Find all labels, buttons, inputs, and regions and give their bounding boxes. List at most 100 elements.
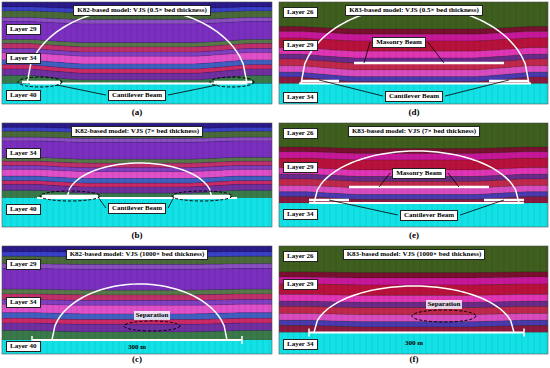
mesh-line	[179, 246, 180, 354]
mesh-line	[245, 2, 246, 104]
mesh-line	[59, 246, 60, 354]
mesh-line	[245, 246, 246, 354]
mesh-line	[348, 123, 349, 227]
mesh-line	[462, 123, 463, 227]
mesh-line	[263, 123, 264, 227]
mesh-line	[480, 123, 481, 227]
mesh-line	[221, 2, 222, 104]
mesh-line	[179, 2, 180, 104]
mesh-line	[528, 2, 529, 104]
mesh-line	[191, 123, 192, 227]
mesh-line	[318, 2, 319, 104]
beam-segment	[174, 195, 230, 198]
layer-label: Layer 34	[283, 209, 318, 220]
panel-border	[2, 2, 272, 104]
mesh-line	[468, 2, 469, 104]
model-title-box: K82-based model: VJS (1000× bed thicknes…	[66, 249, 209, 260]
mesh-line	[396, 246, 397, 354]
panel-letter: (b)	[130, 230, 145, 241]
node-text: Cantilever Beam	[389, 92, 439, 101]
goaf-line	[37, 197, 237, 199]
mesh-line	[185, 2, 186, 104]
mesh-line	[167, 123, 168, 227]
mesh-line	[101, 246, 102, 354]
panel-letter: (c)	[130, 354, 144, 365]
mesh-line	[492, 123, 493, 227]
model-panel	[2, 2, 272, 104]
mesh-line	[239, 123, 240, 227]
mesh-line	[372, 123, 373, 227]
mesh-line	[65, 246, 66, 354]
mesh-line	[402, 2, 403, 104]
mesh-line	[113, 246, 114, 354]
caving-arch	[314, 151, 519, 203]
node-text: Layer 26	[287, 8, 314, 17]
beam-callout-box: Masonry Beam	[372, 37, 426, 48]
mesh-line	[209, 246, 210, 354]
mesh-line	[53, 123, 54, 227]
node-text: Layer 34	[10, 298, 37, 307]
mesh-line	[456, 2, 457, 104]
mesh-line	[468, 246, 469, 354]
mesh-line	[263, 246, 264, 354]
layer-band	[2, 246, 272, 354]
mesh-line	[372, 246, 373, 354]
mesh-line	[137, 246, 138, 354]
layer-label: Layer 40	[6, 90, 41, 101]
model-title-box: K82-based model: VJS (0.5× bed thickness…	[73, 5, 210, 16]
mesh-line	[522, 123, 523, 227]
mesh-line	[366, 123, 367, 227]
layer-band	[279, 123, 548, 149]
node-text: Layer 40	[10, 205, 37, 214]
panel-letter: (e)	[407, 230, 421, 241]
layer-label: Layer 26	[283, 7, 318, 18]
mesh-line	[378, 2, 379, 104]
mesh-line	[101, 123, 102, 227]
leader-line	[460, 200, 504, 215]
mesh-line	[71, 123, 72, 227]
mesh-line	[522, 2, 523, 104]
mesh-line	[59, 123, 60, 227]
mesh-line	[342, 2, 343, 104]
mesh-line	[119, 246, 120, 354]
mesh-line	[372, 2, 373, 104]
mesh-line	[95, 123, 96, 227]
mesh-line	[221, 246, 222, 354]
mesh-line	[125, 246, 126, 354]
layer-label: Layer 26	[283, 128, 318, 139]
separation-label: Separation	[134, 311, 171, 320]
leader-line	[57, 85, 106, 95]
node-text: Layer 29	[10, 25, 37, 34]
mesh-line	[257, 123, 258, 227]
model-title-box: K82-based model: VJS (7× bed thickness)	[71, 126, 203, 137]
mesh-line	[269, 2, 270, 104]
mesh-line	[534, 123, 535, 227]
mesh-line	[251, 123, 252, 227]
model-panel	[279, 2, 548, 104]
layer-band	[279, 306, 548, 314]
mesh-line	[498, 246, 499, 354]
layer-band	[279, 246, 548, 273]
mesh-line	[378, 123, 379, 227]
layer-label: Layer 34	[283, 92, 318, 103]
layer-label: Layer 40	[6, 204, 41, 215]
node-text: K82-based model: VJS (0.5× bed thickness…	[77, 6, 206, 15]
mesh-line	[336, 123, 337, 227]
mesh-line	[462, 2, 463, 104]
mesh-line	[251, 246, 252, 354]
layer-band	[279, 277, 548, 285]
mesh-line	[324, 123, 325, 227]
beam-segment	[42, 195, 98, 198]
mesh-line	[528, 246, 529, 354]
caving-arch	[301, 6, 529, 84]
mesh-line	[197, 123, 198, 227]
node-text: K82-based model: VJS (7× bed thickness)	[75, 127, 199, 136]
layer-band	[279, 246, 548, 354]
mesh-line	[390, 123, 391, 227]
mesh-line	[173, 2, 174, 104]
leader-line	[329, 200, 398, 215]
mesh-line	[414, 2, 415, 104]
dashed-region	[172, 191, 232, 201]
mesh-line	[516, 246, 517, 354]
mesh-line	[155, 246, 156, 354]
